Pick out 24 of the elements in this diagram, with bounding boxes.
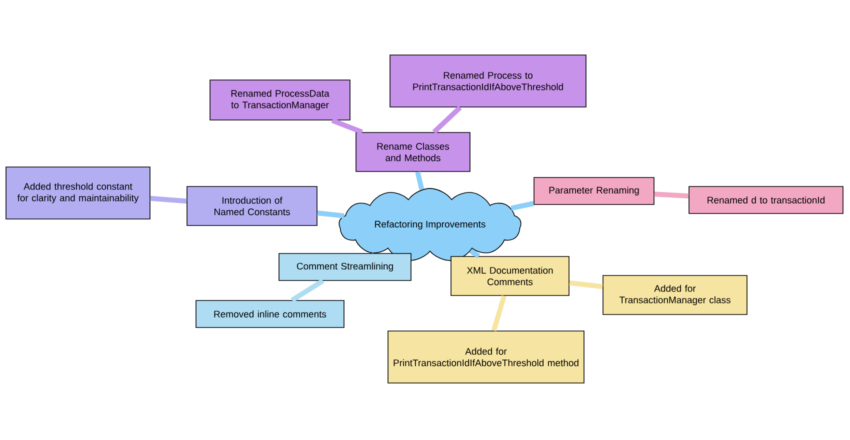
- topic-box: Added for PrintTransactionIdIfAboveThreshold method: [388, 330, 584, 384]
- topic-box: Added for TransactionManager class: [602, 275, 748, 315]
- topic-box: XML Documentation Comments: [450, 256, 570, 296]
- topic-box: Removed inline comments: [196, 300, 344, 328]
- connector-line: [432, 106, 462, 134]
- topic-box: Renamed Process to PrintTransactionIdIfAboveThreshold: [390, 54, 586, 108]
- connector-line: [510, 201, 534, 211]
- connector-line: [654, 192, 689, 198]
- topic-box: Renamed d to transactionId: [688, 186, 844, 214]
- connector-line: [150, 196, 187, 204]
- connector-line: [469, 248, 480, 258]
- connector-line: [491, 295, 506, 332]
- connector-line: [317, 210, 344, 218]
- connector-line: [290, 278, 324, 302]
- topic-box: Comment Streamlining: [278, 253, 412, 281]
- central-cloud: Refactoring Improvements: [338, 188, 522, 261]
- topic-box: Rename Classes and Methods: [356, 132, 470, 172]
- topic-box: Added threshold constant for clarity and maintainability: [6, 166, 150, 220]
- connector-line: [331, 118, 364, 134]
- connector-line: [569, 280, 603, 290]
- topic-box: Introduction of Named Constants: [186, 186, 318, 226]
- topic-box: Renamed ProcessData to TransactionManager: [210, 80, 350, 120]
- connector-line: [415, 171, 424, 190]
- topic-box: Parameter Renaming: [534, 177, 654, 205]
